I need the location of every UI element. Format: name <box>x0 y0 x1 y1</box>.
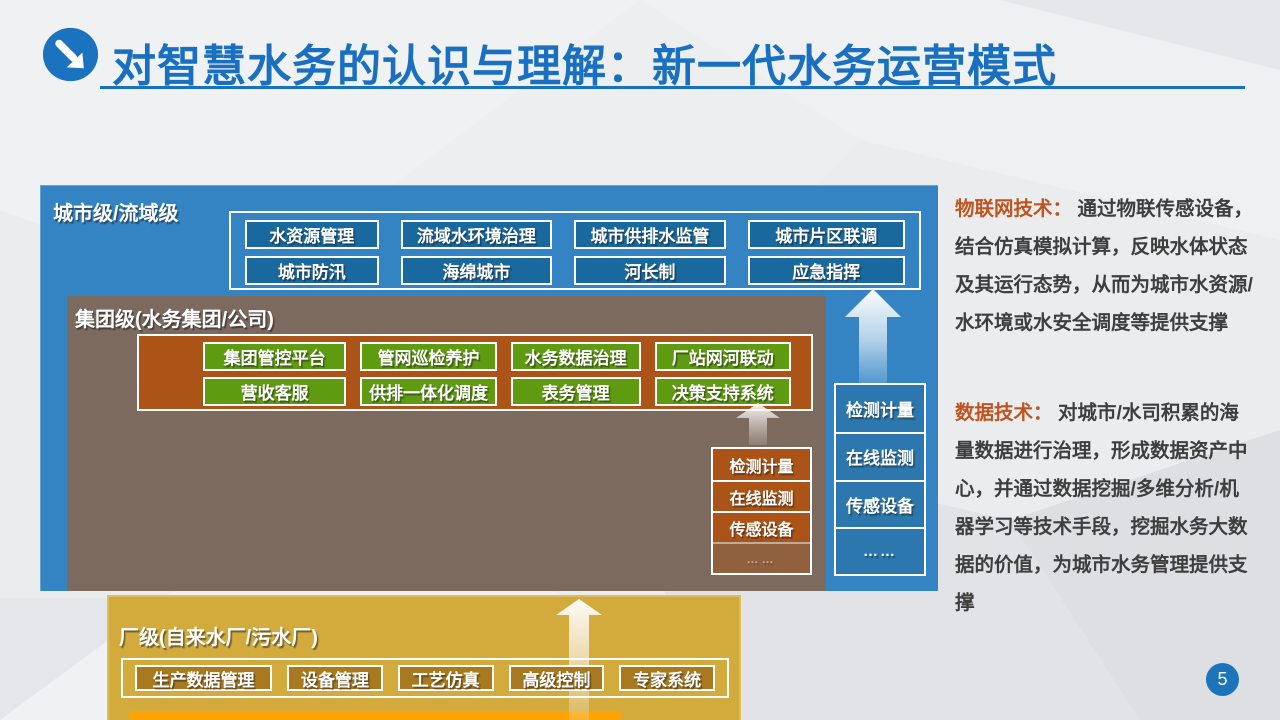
group-feature-block: 集团管控平台 <box>203 342 347 371</box>
up-arrow-icon <box>845 289 901 383</box>
data-tech-body: 对城市/水司积累的海量数据进行治理，形成数据资产中心，并通过数据挖掘/多维分析/… <box>955 402 1248 614</box>
city-feature-block: 城市供排水监管 <box>574 220 726 249</box>
city-feature-block: 水资源管理 <box>245 220 379 249</box>
side-text-panel: 物联网技术： 通过物联传感设备，结合仿真模拟计算，反映水体状态及其运行态势，从而… <box>955 190 1257 622</box>
iot-paragraph: 物联网技术： 通过物联传感设备，结合仿真模拟计算，反映水体状态及其运行态势，从而… <box>955 190 1257 342</box>
page-title: 对智慧水务的认识与理解：新一代水务运营模式 <box>112 42 1057 91</box>
group-feature-block: 决策支持系统 <box>654 377 791 406</box>
sensing-item: 检测计量 <box>713 449 810 480</box>
group-feature-block: 营收客服 <box>203 377 347 406</box>
plant-level-label: 厂级(自来水厂/污水厂) <box>119 627 318 649</box>
sensing-item-more: …… <box>836 526 924 574</box>
arrow-down-right-icon <box>42 27 99 82</box>
plant-level-box: 厂级(自来水厂/污水厂) 生产数据管理 设备管理 工艺仿真 高级控制 专家系统 <box>107 595 741 720</box>
page-number-badge: 5 <box>1206 663 1239 696</box>
city-feature-block: 海绵城市 <box>400 256 553 285</box>
sensing-item-more: …… <box>713 542 810 573</box>
group-feature-block: 供排一体化调度 <box>360 377 497 406</box>
iot-heading: 物联网技术： <box>955 198 1073 220</box>
city-feature-block: 应急指挥 <box>747 256 905 285</box>
plant-feature-block: 工艺仿真 <box>397 665 494 691</box>
city-sensing-stack: 检测计量 在线监测 传感设备 …… <box>834 383 926 576</box>
sensing-item: 传感设备 <box>836 479 924 527</box>
city-feature-block: 河长制 <box>574 256 726 285</box>
city-feature-block: 流域水环境治理 <box>400 220 553 249</box>
plant-feature-block: 设备管理 <box>287 665 383 691</box>
plant-feature-block: 高级控制 <box>508 665 605 691</box>
data-tech-paragraph: 数据技术： 对城市/水司积累的海量数据进行治理，形成数据资产中心，并通过数据挖掘… <box>955 394 1257 622</box>
sensing-item: 在线监测 <box>713 480 810 511</box>
city-level-box: 城市级/流域级 水资源管理 流域水环境治理 城市供排水监管 城市片区联调 城市防… <box>40 185 938 720</box>
city-feature-group: 水资源管理 流域水环境治理 城市供排水监管 城市片区联调 城市防汛 海绵城市 河… <box>229 211 921 290</box>
title-underline <box>100 86 1245 89</box>
group-feature-group: 集团管控平台 管网巡检养护 水务数据治理 厂站网河联动 营收客服 供排一体化调度… <box>137 334 813 411</box>
group-feature-block: 表务管理 <box>510 377 641 406</box>
city-feature-block: 城市片区联调 <box>747 220 905 249</box>
plant-feature-block: 生产数据管理 <box>135 665 273 691</box>
group-sensing-stack: 检测计量 在线监测 传感设备 …… <box>711 447 812 575</box>
data-tech-heading: 数据技术： <box>955 402 1053 424</box>
edge-device-bar: 末梢端：智能水表、传感器、边缘计算设备 <box>129 711 621 720</box>
iot-body: 通过物联传感设备，结合仿真模拟计算，反映水体状态及其运行态势，从而为城市水资源/… <box>955 198 1253 334</box>
group-feature-block: 管网巡检养护 <box>360 342 497 371</box>
sensing-item: 检测计量 <box>836 385 924 433</box>
group-feature-block: 水务数据治理 <box>510 342 641 371</box>
plant-feature-group: 生产数据管理 设备管理 工艺仿真 高级控制 专家系统 <box>121 658 729 698</box>
sensing-item: 在线监测 <box>836 432 924 480</box>
sensing-item: 传感设备 <box>713 511 810 542</box>
group-feature-block: 厂站网河联动 <box>654 342 791 371</box>
city-level-label: 城市级/流域级 <box>53 203 179 225</box>
city-feature-block: 城市防汛 <box>245 256 379 285</box>
plant-feature-block: 专家系统 <box>619 665 716 691</box>
group-level-label: 集团级(水务集团/公司) <box>75 309 274 331</box>
group-level-box: 集团级(水务集团/公司) 集团管控平台 管网巡检养护 水务数据治理 厂站网河联动… <box>67 296 826 591</box>
page-number: 5 <box>1217 669 1228 689</box>
